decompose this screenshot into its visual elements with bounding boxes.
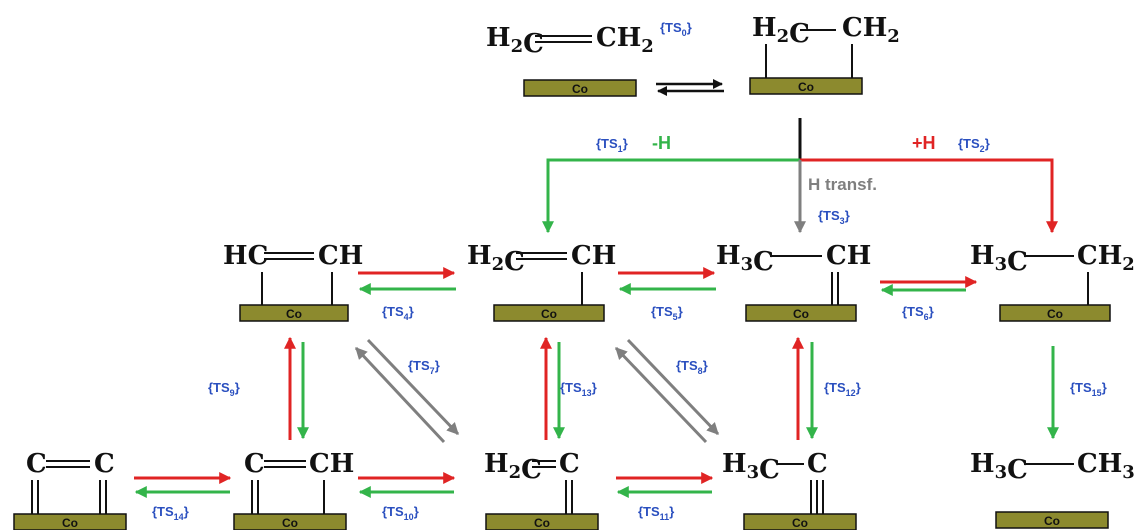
svg-text:Co: Co xyxy=(286,307,302,321)
svg-text:CH2: CH2 xyxy=(1077,241,1135,275)
svg-text:Co: Co xyxy=(282,516,298,530)
ts10-label: {TS10} xyxy=(382,504,419,522)
dehydrogenation-branch xyxy=(542,158,800,234)
species-c2: C C xyxy=(26,449,115,514)
svg-text:Co: Co xyxy=(792,516,808,530)
surface-slab-8: Co xyxy=(233,513,347,530)
species-ethylidyne: H3C C xyxy=(722,449,828,514)
svg-text:H2C: H2C xyxy=(467,241,525,277)
ts4-label: {TS4} xyxy=(382,304,414,322)
species-ethylene-adsorbed: H2C CH2 xyxy=(752,13,900,78)
h-transfer-label: H transf. xyxy=(808,175,877,194)
surface-slab-10: Co xyxy=(743,513,857,530)
svg-text:C: C xyxy=(26,449,47,479)
svg-text:CH3: CH3 xyxy=(1077,449,1135,483)
svg-text:CH: CH xyxy=(571,241,616,271)
plus-h-label: +H xyxy=(912,133,936,153)
ethylene-gas-right: CH2 xyxy=(596,23,654,57)
svg-text:H2C: H2C xyxy=(752,13,810,49)
species-ethyl: H3C CH2 xyxy=(970,241,1135,305)
svg-text:Co: Co xyxy=(1047,307,1063,321)
ts15-label: {TS15} xyxy=(1070,380,1107,398)
ts6-label: {TS6} xyxy=(902,304,934,322)
ts13-label: {TS13} xyxy=(560,380,597,398)
svg-text:Co: Co xyxy=(793,307,809,321)
ts8-label: {TS8} xyxy=(676,358,708,376)
ts0-label: {TS0} xyxy=(660,20,692,38)
surface-slab-11: Co xyxy=(995,511,1109,529)
species-c-ch: C CH xyxy=(244,449,354,514)
surface-slab-3: Co xyxy=(239,304,349,322)
surface-slab-9: Co xyxy=(485,513,599,530)
surface-slab-5: Co xyxy=(745,304,857,322)
svg-text:HC: HC xyxy=(223,241,268,271)
svg-text:CH: CH xyxy=(318,241,363,271)
hydrogenation-branch xyxy=(800,158,1058,234)
svg-text:H3C: H3C xyxy=(722,449,780,485)
species-acetylene: HC CH xyxy=(223,241,363,305)
ts12-label: {TS12} xyxy=(824,380,861,398)
svg-text:H3C: H3C xyxy=(970,241,1028,277)
species-h3c-ch: H3C CH xyxy=(716,241,871,305)
svg-text:C: C xyxy=(807,449,828,479)
svg-text:CH2: CH2 xyxy=(842,13,900,47)
svg-text:Co: Co xyxy=(572,82,588,96)
ts14-label: {TS14} xyxy=(152,504,189,522)
svg-text:C: C xyxy=(244,449,265,479)
ts7-label: {TS7} xyxy=(408,358,440,376)
svg-text:C: C xyxy=(94,449,115,479)
surface-slab-6: Co xyxy=(999,304,1111,322)
species-ethylene-gas: H2C CH2 xyxy=(486,23,654,59)
surface-slab-1: Co xyxy=(523,79,637,97)
arrow-ts8-gray-up xyxy=(614,346,708,444)
svg-text:H2C: H2C xyxy=(484,449,542,485)
species-vinyl: H2C CH xyxy=(467,241,616,305)
ts5-label: {TS5} xyxy=(651,304,683,322)
svg-text:Co: Co xyxy=(798,80,814,94)
species-vinylidene: H2C C xyxy=(484,449,580,514)
svg-text:H3C: H3C xyxy=(716,241,774,277)
ts2-label: {TS2} xyxy=(958,136,990,154)
ts11-label: {TS11} xyxy=(638,504,674,522)
arrow-ts7-gray-down xyxy=(366,338,460,436)
ts3-label: {TS3} xyxy=(818,208,850,226)
svg-text:CH: CH xyxy=(309,449,354,479)
surface-slab-7: Co xyxy=(13,513,127,530)
surface-slab-2: Co xyxy=(749,77,863,95)
arrow-ts7-gray-up xyxy=(354,346,446,444)
svg-text:Co: Co xyxy=(1044,514,1060,528)
ts1-label: {TS1} xyxy=(596,136,628,154)
svg-text:C: C xyxy=(559,449,580,479)
svg-text:CH: CH xyxy=(826,241,871,271)
svg-text:Co: Co xyxy=(541,307,557,321)
arrow-ts8-gray-down xyxy=(626,338,720,436)
minus-h-label: -H xyxy=(652,133,671,153)
svg-text:Co: Co xyxy=(62,516,78,530)
surface-slab-4: Co xyxy=(493,304,605,322)
species-ethane: H3C CH3 xyxy=(970,449,1135,485)
ts9-label: {TS9} xyxy=(208,380,240,398)
svg-text:Co: Co xyxy=(534,516,550,530)
svg-text:H3C: H3C xyxy=(970,449,1028,485)
